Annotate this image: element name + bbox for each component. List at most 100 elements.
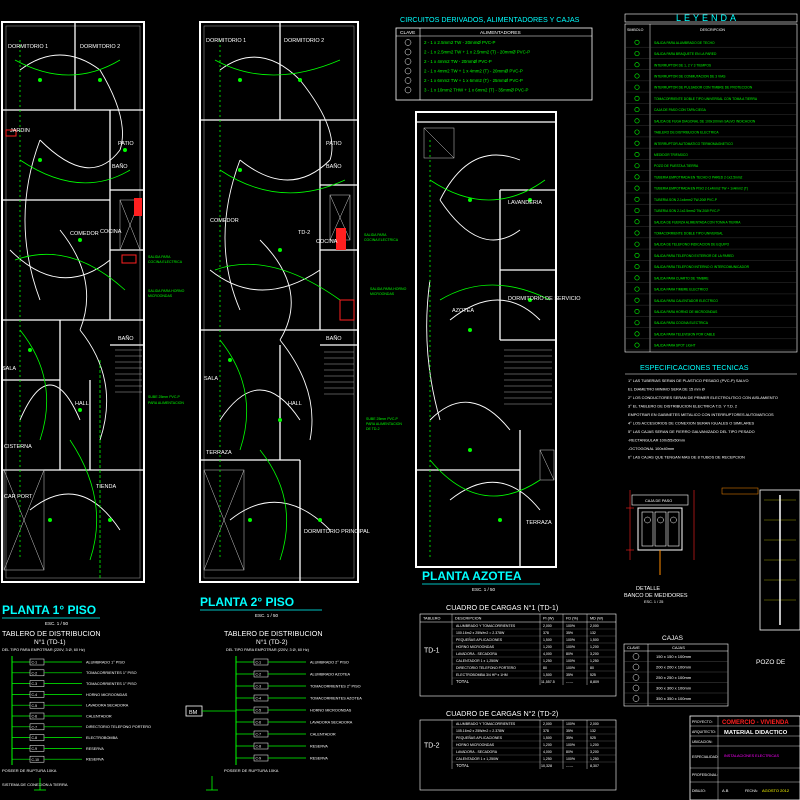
plan1-title: PLANTA 1° PISO [2, 603, 96, 617]
load-row-desc: CALENTADOR 1 x 1,250W [456, 659, 499, 663]
load-total-fd: ------ [566, 764, 574, 768]
board2-note: DEL TIPO PARA EMPOTRAR (220V, 3 Ø, 60 Hz… [226, 648, 310, 652]
circuit-desc: RESERVA [86, 758, 104, 762]
td1-board-symbol [134, 198, 142, 216]
circuit-id: C-10 [32, 758, 39, 762]
caja-key-icon [632, 663, 640, 671]
cajas-title: CAJAS [662, 635, 684, 642]
legend-item: TUBERIA SON 2-1x2.5mm2 TW-20Ø PVC-P [654, 209, 720, 213]
circuit-id: C-5 [32, 704, 38, 708]
svg-text:PARA ALIMENTACION: PARA ALIMENTACION [366, 422, 402, 426]
legend-item: POZO DE PUESTA A TIERRA [654, 164, 699, 168]
board2-title: TABLERO DE DISTRIBUCION [224, 629, 323, 638]
circuit-row: 2 - 1 x 4mm2 TW - 20mmØ PVC-P [424, 59, 492, 64]
plan1-outline [1, 21, 145, 583]
spec-line: EMPOTRAR EN GABINETES METALICO CON INTER… [628, 412, 774, 417]
plan2-title: PLANTA 2° PISO [200, 595, 294, 609]
plan1-outlets [28, 78, 127, 522]
specs-title: ESPECIFICACIONES TECNICAS [640, 363, 749, 372]
roof-walls [416, 121, 556, 567]
load-row-fd: 100% [566, 757, 575, 761]
legend-symbol-icon [634, 140, 640, 146]
circuit-row: 3 - 1 x 10mm2 THW + 1 x 6mm2 (T) - 35mmØ… [424, 88, 529, 93]
legend-symbol-icon [634, 185, 640, 191]
circuit-desc: TOMACORRIENTES 1° PISO [86, 671, 137, 675]
load-row-desc: PEQUEÑAS APLICACIONES [456, 637, 503, 642]
load-row-pi: 80 [543, 666, 547, 670]
load-row-md: 132 [590, 729, 596, 733]
plan1-hatch [3, 199, 141, 571]
room-label: DORMITORIO 1 [206, 38, 246, 44]
circuit-id: C-3 [32, 682, 38, 686]
room-label: BAÑO [118, 335, 134, 342]
circuit-id: C-6 [256, 721, 262, 725]
circuit-id: C-1 [256, 661, 262, 665]
spec-line: 3° EL TABLERO DE DISTRIBUCION ELECTRICA … [628, 404, 737, 409]
room-label: COMEDOR [70, 231, 99, 237]
room-label: DORMITORIO PRINCIPAL [304, 529, 370, 535]
caja-key-icon [632, 674, 640, 681]
meter-detail-subtitle: BANCO DE MEDIDORES [624, 593, 688, 599]
circuit-row: 2 - 1 x 2.5mm2 TW + 1 x 2.5mm2 (T) - 20m… [424, 50, 530, 55]
board2-subtitle: N°1 (TD-2) [256, 638, 288, 646]
legend-item: INTERRUPTOR DE PULSADOR CON TIMBRE DE PR… [654, 86, 753, 90]
legend-symbol-icon [634, 196, 640, 202]
legend-col-desc: DESCRIPCION [700, 28, 725, 32]
floor-plan-2: DORMITORIO 1 DORMITORIO 2 BAÑO PATIO COM… [199, 21, 370, 618]
roof-hatch [423, 127, 555, 481]
circuit-key-icon [404, 86, 412, 94]
arquitecto-label: ARQUITECTO: [692, 730, 716, 734]
spec-line: 1° LAS TUBERIAS SERAN DE PLASTICO PESADO… [628, 378, 749, 383]
load-row-md: 525 [590, 673, 596, 677]
roof-wiring-arcs [426, 154, 541, 511]
room-label: DORMITORIO 2 [284, 38, 324, 44]
load-total-md: 8,307 [590, 764, 599, 768]
load-row-desc: HORNO MICROONDAS [456, 645, 495, 649]
load-row-fd: 80% [566, 652, 573, 656]
room-label: TERRAZA [526, 520, 552, 526]
legend-col-symbol: SIMBOLO [627, 28, 644, 32]
plan2-wiring-green [214, 40, 346, 561]
caja-row: 150 x 150 x 100mm [656, 654, 692, 659]
load-row-md: 80 [590, 666, 594, 670]
plan2-walls [200, 22, 358, 582]
spec-line: EL DIAMETRO MINIMO SERA DE 15 mm Ø [628, 387, 705, 392]
circuit-desc: TOMACORRIENTES 2° PISO [310, 684, 361, 688]
load-table-header: DESCRIPCION [455, 617, 482, 621]
legend-item: SALIDA PARA TIMBRE ELECTRICO [654, 288, 709, 292]
load-row-pi: 4,000 [543, 652, 552, 656]
legend-item: TUBERIA EMPOTRADA EN TECHO O PARED 2-1x2… [654, 175, 743, 179]
room-label: COCINA [316, 239, 338, 245]
plan1-scale: ESC. 1 / 50 [45, 621, 69, 626]
plan2-outline [199, 21, 359, 583]
plan2-wiring-arcs [209, 56, 333, 531]
legend-item: INTERRUPTOR AUTOMATICO TERMOMAGNETICO [654, 142, 733, 146]
roof-room-labels: AZOTEA LAVANDERIA DORMITORIO DE SERVICIO… [452, 200, 581, 526]
material-label: MATERIAL DIDACTICO [724, 730, 788, 736]
room-label: DORMITORIO 1 [8, 44, 48, 50]
legend-item: SALIDA PARA CALENTADOR ELECTRICO [654, 299, 718, 303]
legend-symbol-icon [634, 286, 640, 292]
circuit-key-icon [404, 77, 412, 84]
fecha-label: FECHA: [745, 789, 758, 793]
spec-line: 2° LOS CONDUCTORES SERAN DE PRIMER ELECT… [628, 395, 778, 400]
room-label: CISTERNA [4, 444, 32, 450]
circuit-id: C-4 [256, 697, 262, 701]
roof-outlets [468, 198, 532, 522]
legend-symbol-icon [634, 320, 640, 326]
legend-item: SALIDA DE FUGA DIAGONAL DE 100x100mm SAL… [654, 119, 756, 123]
load-row-pi: 378 [543, 729, 549, 733]
legend-title: LEYENDA [676, 13, 739, 23]
load-row-desc: 105.16m2 x 25W/m2 = 2.378W [456, 729, 505, 733]
dibujo-label: DIBUJO: [692, 789, 706, 793]
load-row-desc: DIRECTORIO TELEFONO PORTERO [456, 666, 516, 670]
svg-text:COCINA ELECTRICA: COCINA ELECTRICA [364, 238, 399, 242]
load-row-fd: 35% [566, 673, 573, 677]
load-row-desc: ELECTROBOMBA 3/4 HP x 1HM [456, 673, 508, 677]
legend-item: SALIDA DE TELEFONO INDICACION DE EQUIPO [654, 243, 730, 247]
plan2-room-labels: DORMITORIO 1 DORMITORIO 2 BAÑO PATIO COM… [204, 38, 370, 535]
load-row-pi: 1,500 [543, 673, 552, 677]
